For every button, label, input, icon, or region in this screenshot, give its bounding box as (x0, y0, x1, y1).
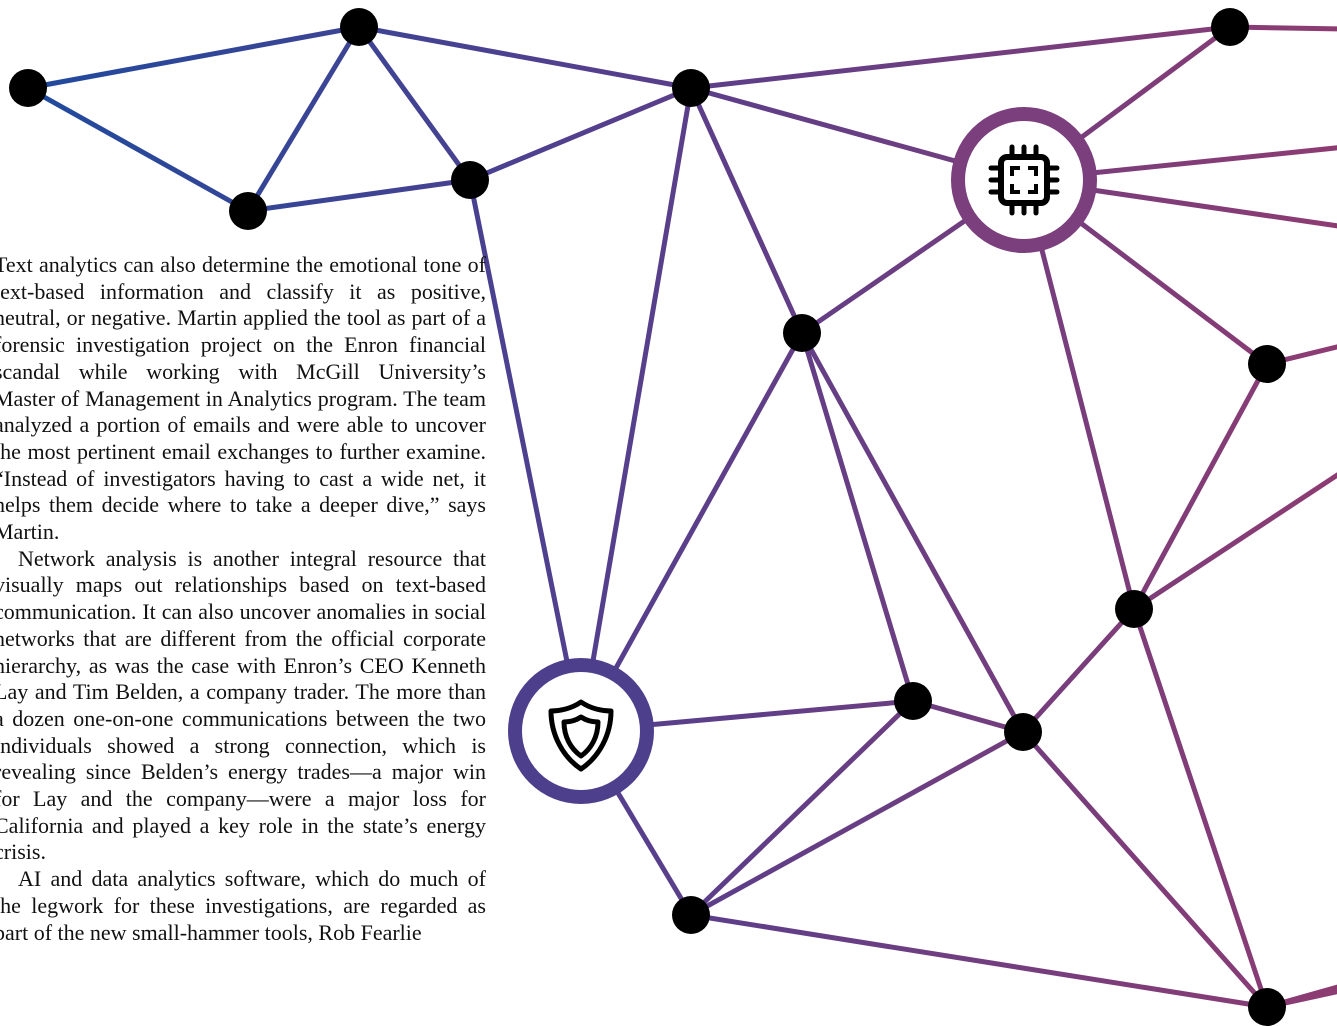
network-edge (1131, 606, 1270, 1010)
network-node (1115, 590, 1153, 628)
network-edge (799, 330, 1026, 735)
article-body: Text analytics can also determine the em… (0, 252, 486, 946)
network-edge (688, 85, 805, 336)
network-edge (1227, 24, 1337, 32)
network-node (783, 314, 821, 352)
shield-icon (548, 699, 614, 772)
network-edge (356, 24, 694, 91)
network-edge (1020, 606, 1137, 735)
network-edge (25, 24, 362, 91)
shield-hub (508, 658, 654, 804)
network-node (1248, 988, 1286, 1026)
network-node (1004, 713, 1042, 751)
network-node (9, 69, 47, 107)
network-edge (245, 177, 473, 214)
network-edge (1021, 177, 1137, 612)
network-node (340, 8, 378, 46)
network-edge (578, 85, 694, 734)
network-edge (356, 24, 473, 183)
network-edge (1020, 729, 1270, 1010)
paragraph-3: AI and data analytics software, which do… (0, 866, 486, 945)
network-node (1248, 345, 1286, 383)
network-node (451, 161, 489, 199)
network-edge (688, 912, 1270, 1010)
network-edge (799, 330, 916, 704)
network-edge (688, 698, 916, 918)
network-node (1211, 8, 1249, 46)
network-edge (578, 330, 805, 734)
network-edge (688, 729, 1026, 918)
network-edge (245, 24, 362, 214)
chip-hub (951, 107, 1097, 253)
network-edge (1131, 361, 1270, 612)
paragraph-2: Network analysis is another integral res… (0, 545, 486, 865)
network-edge (910, 698, 1026, 735)
network-edge (467, 177, 584, 734)
paragraph-1: Text analytics can also determine the em… (0, 252, 486, 545)
network-edge (1131, 472, 1337, 612)
network-node (229, 192, 267, 230)
network-edge (467, 85, 694, 183)
network-edge (25, 85, 251, 214)
network-node (672, 896, 710, 934)
chip-icon (988, 144, 1060, 216)
network-node (894, 682, 932, 720)
network-node (672, 69, 710, 107)
network-edge (688, 24, 1233, 91)
article-column: Text analytics can also determine the em… (0, 240, 490, 1026)
